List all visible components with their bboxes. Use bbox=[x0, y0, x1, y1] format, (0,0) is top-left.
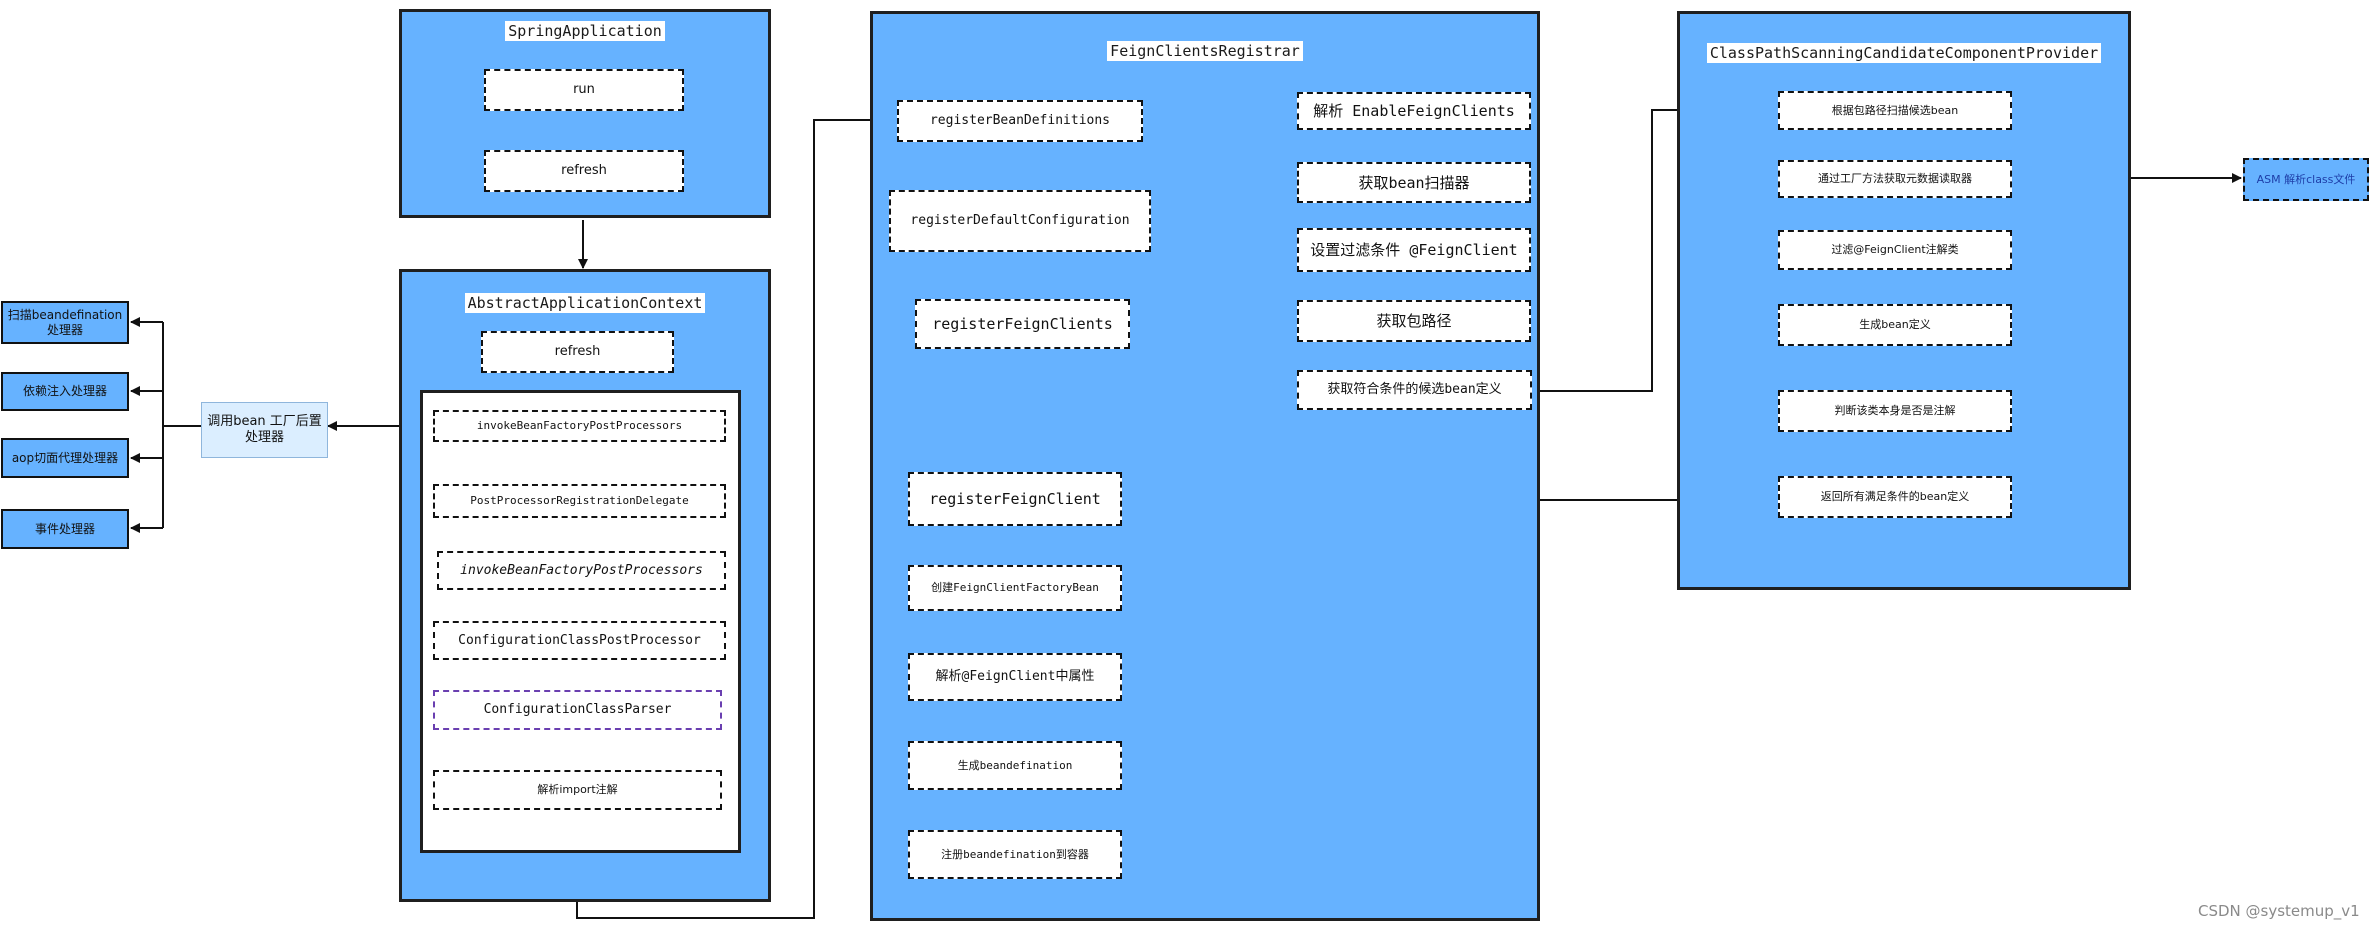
feign-clients-registrar-title: FeignClientsRegistrar bbox=[873, 41, 1537, 61]
generate-bean-definition-node[interactable]: 生成bean定义 bbox=[1778, 304, 2012, 346]
aop-proxy-processor[interactable]: aop切面代理处理器 bbox=[1, 438, 129, 478]
spring-application-title: SpringApplication bbox=[402, 21, 768, 41]
csdn-watermark: CSDN @systemup_v1 bbox=[2198, 902, 2360, 920]
spring-refresh-node[interactable]: refresh bbox=[484, 150, 684, 192]
get-bean-scanner-node[interactable]: 获取bean扫描器 bbox=[1297, 162, 1531, 203]
dependency-injection-processor[interactable]: 依赖注入处理器 bbox=[1, 372, 129, 411]
factory-metadata-reader-node[interactable]: 通过工厂方法获取元数据读取器 bbox=[1778, 160, 2012, 198]
scan-candidates-by-package-node[interactable]: 根据包路径扫描候选bean bbox=[1778, 91, 2012, 130]
parse-import-node[interactable]: 解析import注解 bbox=[433, 770, 722, 810]
register-beandefination-node[interactable]: 注册beandefination到容器 bbox=[908, 830, 1122, 879]
register-default-configuration-node[interactable]: registerDefaultConfiguration bbox=[889, 190, 1151, 252]
call-bean-factory-post-processor[interactable]: 调用bean 工厂后置处理器 bbox=[201, 402, 328, 458]
configuration-class-post-processor-node[interactable]: ConfigurationClassPostProcessor bbox=[433, 621, 726, 660]
configuration-class-parser-node[interactable]: ConfigurationClassParser bbox=[433, 690, 722, 730]
pprd-node[interactable]: PostProcessorRegistrationDelegate bbox=[433, 484, 726, 518]
run-node[interactable]: run bbox=[484, 69, 684, 111]
abstract-application-context-title: AbstractApplicationContext bbox=[402, 293, 768, 313]
scan-beandefination-processor[interactable]: 扫描beandefination处理器 bbox=[1, 301, 129, 344]
get-candidate-bean-definitions-node[interactable]: 获取符合条件的候选bean定义 bbox=[1297, 370, 1532, 410]
return-all-bean-definitions-node[interactable]: 返回所有满足条件的bean定义 bbox=[1778, 476, 2012, 518]
invoke-bfpp-node[interactable]: invokeBeanFactoryPostProcessors bbox=[433, 410, 726, 442]
register-feign-clients-node[interactable]: registerFeignClients bbox=[915, 299, 1130, 349]
judge-annotation-node[interactable]: 判断该类本身是否是注解 bbox=[1778, 390, 2012, 432]
set-filter-condition-node[interactable]: 设置过滤条件 @FeignClient bbox=[1297, 228, 1531, 272]
spring-application-panel: SpringApplication bbox=[399, 9, 771, 218]
create-feign-client-factory-bean-node[interactable]: 创建FeignClientFactoryBean bbox=[908, 565, 1122, 611]
filter-feign-client-annotation-node[interactable]: 过滤@FeignClient注解类 bbox=[1778, 230, 2012, 270]
generate-beandefination-node[interactable]: 生成beandefination bbox=[908, 741, 1122, 790]
context-refresh-node[interactable]: refresh bbox=[481, 331, 674, 373]
parse-enable-feign-clients-node[interactable]: 解析 EnableFeignClients bbox=[1297, 92, 1531, 130]
register-bean-definitions-node[interactable]: registerBeanDefinitions bbox=[897, 100, 1143, 142]
parse-feign-client-attributes-node[interactable]: 解析@FeignClient中属性 bbox=[908, 653, 1122, 701]
event-processor[interactable]: 事件处理器 bbox=[1, 509, 129, 549]
asm-parse-class-node[interactable]: ASM 解析class文件 bbox=[2243, 158, 2369, 201]
get-package-path-node[interactable]: 获取包路径 bbox=[1297, 300, 1531, 342]
invoke-bfpp-italic-node[interactable]: invokeBeanFactoryPostProcessors bbox=[437, 551, 726, 590]
classpath-scanning-title: ClassPathScanningCandidateComponentProvi… bbox=[1680, 43, 2128, 63]
register-feign-client-node[interactable]: registerFeignClient bbox=[908, 472, 1122, 526]
